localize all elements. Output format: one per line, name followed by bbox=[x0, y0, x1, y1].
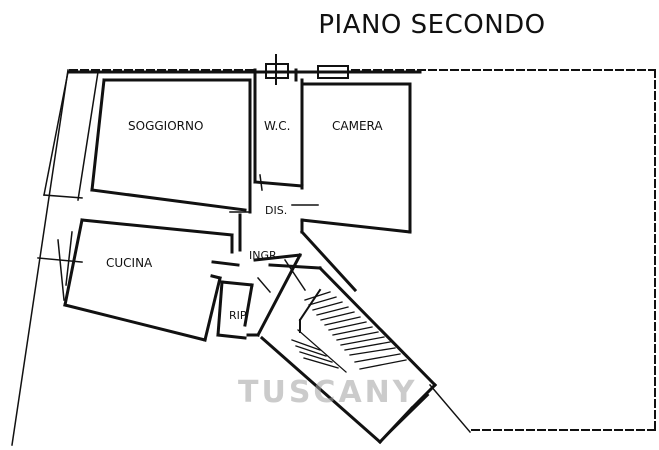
stair-outer bbox=[298, 288, 430, 444]
room-cucina-walls bbox=[63, 218, 240, 342]
room-camera-walls bbox=[300, 82, 412, 234]
room-label-ingr: INGR. bbox=[249, 249, 280, 262]
room-soggiorno-walls bbox=[90, 68, 257, 214]
ingresso-door bbox=[256, 258, 307, 294]
room-label-wc: W.C. bbox=[264, 119, 291, 133]
room-label-camera: CAMERA bbox=[332, 119, 383, 133]
room-label-rip: RIP. bbox=[229, 309, 249, 322]
stair-treads bbox=[291, 291, 407, 373]
room-rip-walls bbox=[216, 280, 254, 340]
window-top bbox=[265, 54, 349, 85]
watermark: TUSCANY bbox=[238, 375, 418, 410]
plan-title: PIANO SECONDO bbox=[318, 10, 546, 40]
balcony-left bbox=[43, 71, 99, 201]
stairwell-walls bbox=[259, 265, 438, 445]
room-label-soggiorno: SOGGIORNO bbox=[128, 119, 204, 133]
room-wc-walls bbox=[253, 68, 304, 190]
ingresso-walls bbox=[246, 252, 322, 338]
room-label-cucina: CUCINA bbox=[106, 256, 153, 270]
boundary-dashed bbox=[69, 69, 656, 431]
door-marks bbox=[229, 174, 319, 213]
cucina-window bbox=[37, 231, 83, 301]
boundary-diagonal bbox=[428, 383, 472, 434]
corridor-walls bbox=[238, 213, 358, 293]
room-label-dis: DIS. bbox=[265, 204, 288, 217]
